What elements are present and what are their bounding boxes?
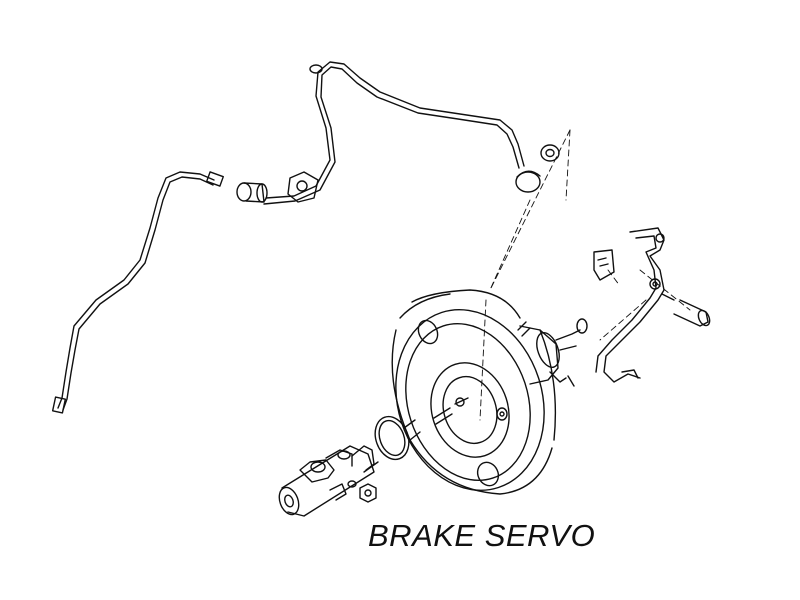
master-cylinder [276,446,378,517]
brake-pipe-left [53,172,224,413]
brake-pedal-lever [596,228,664,382]
o-ring-seal [369,412,414,464]
union-nut [237,183,267,202]
hex-nut [360,484,376,502]
grommet [516,171,540,192]
retaining-clip [594,250,614,280]
clevis-pin [662,294,712,327]
diagram-title: BRAKE SERVO [368,518,596,553]
washer [541,145,559,161]
brake-pipe-upper [264,62,524,204]
assembly-leader-lines [480,130,690,420]
servo-booster [373,290,587,510]
